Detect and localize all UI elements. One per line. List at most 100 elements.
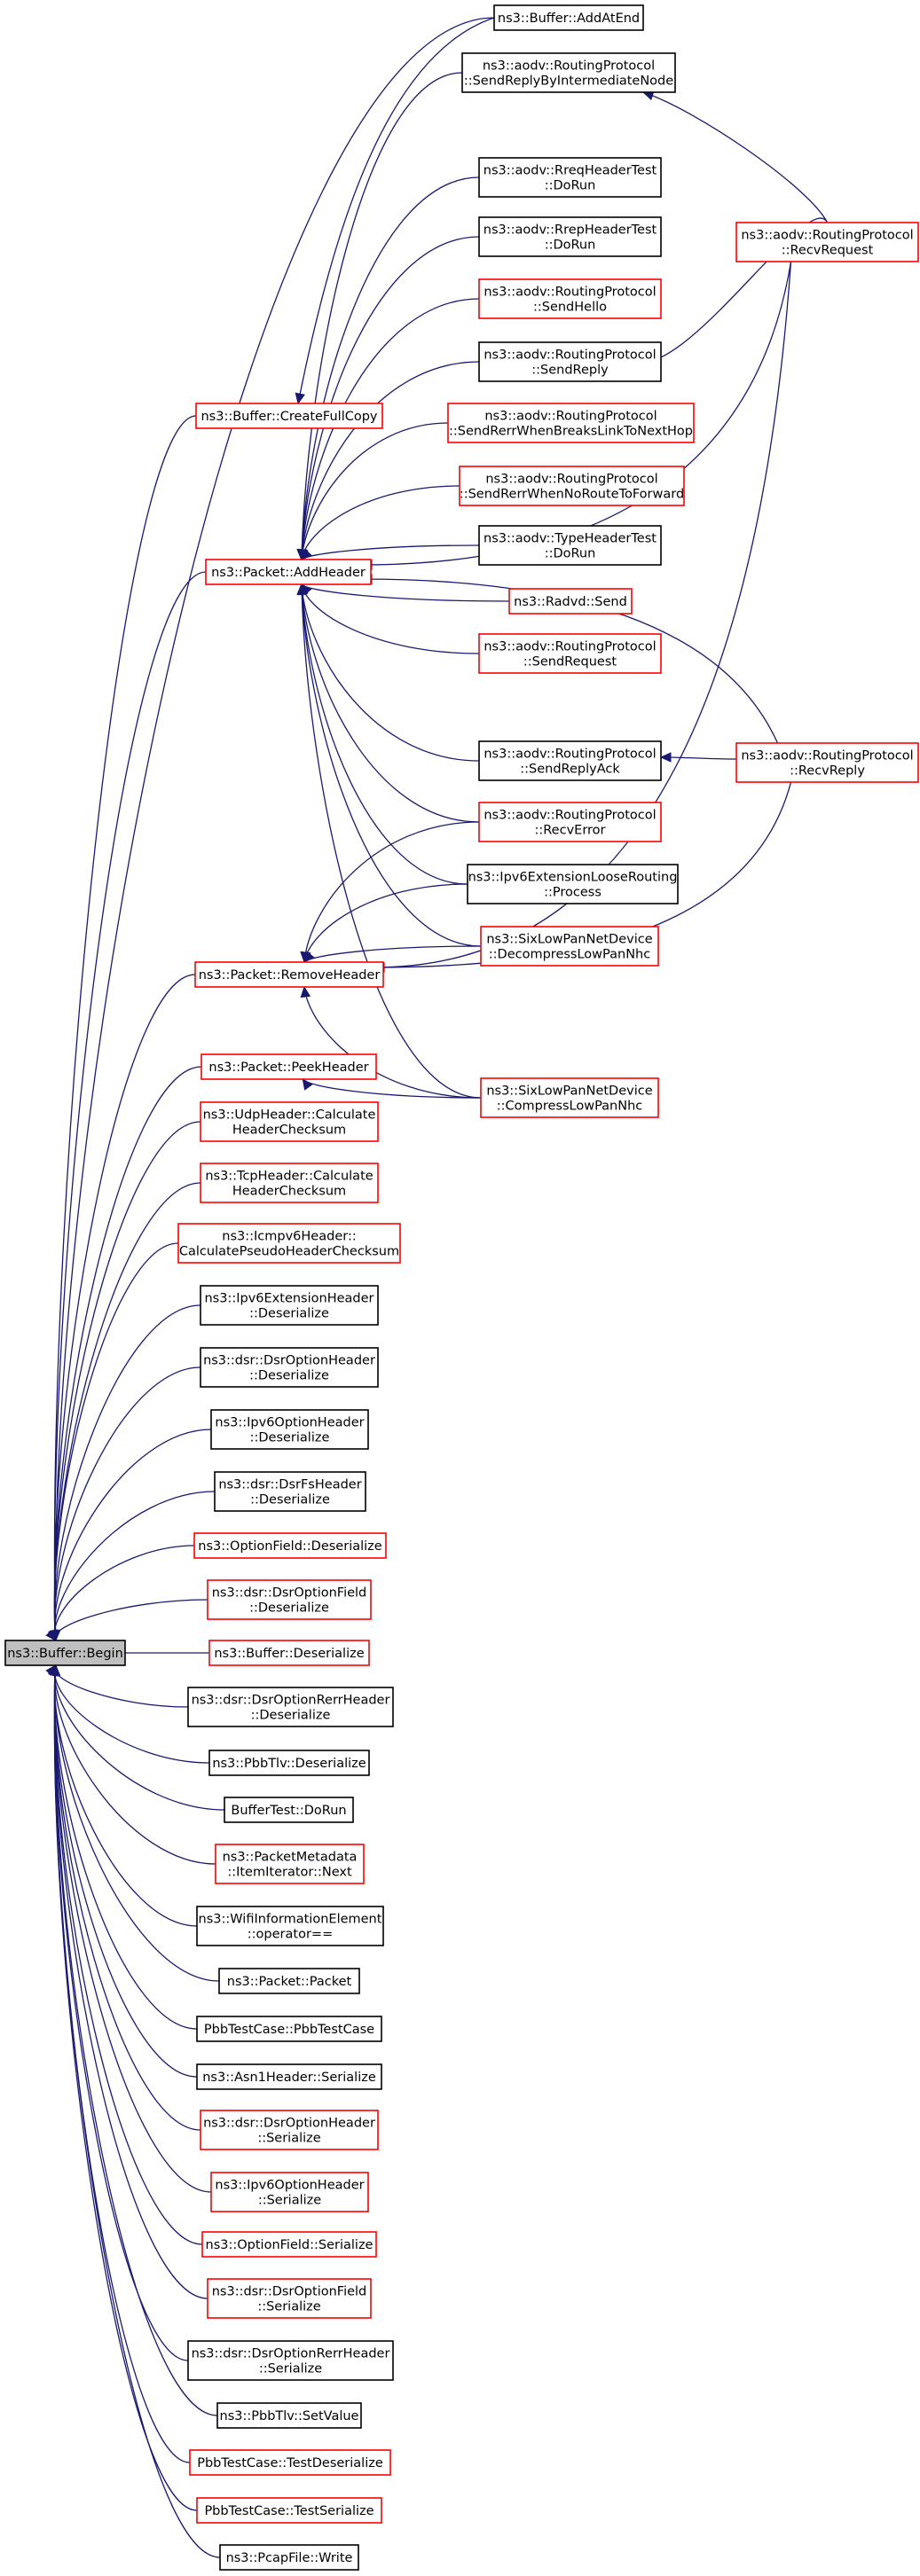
edge-line [301, 422, 449, 560]
node-label: ns3::Ipv6OptionHeader [215, 1416, 364, 1430]
edge-createfullcopy-to-begin [50, 415, 197, 1642]
edge-line [303, 945, 482, 963]
edge-line [302, 1078, 482, 1099]
node-rreptest[interactable]: ns3::aodv::RrepHeaderTest::DoRun [478, 216, 662, 257]
node-label: ::SendReply [531, 364, 609, 378]
node-rerrnoroute[interactable]: ns3::aodv::RoutingProtocol::SendRerrWhen… [459, 466, 685, 506]
node-icmpchk[interactable]: ns3::Icmpv6Header::CalculatePseudoHeader… [177, 1223, 401, 1264]
node-label: CalculatePseudoHeaderChecksum [179, 1245, 399, 1259]
node-box [461, 52, 676, 93]
node-dsroptser[interactable]: ns3::dsr::DsrOptionHeader::Serialize [200, 2110, 379, 2150]
node-pbbsetvalue[interactable]: ns3::PbbTlv::SetValue [216, 2402, 362, 2429]
node-compress[interactable]: ns3::SixLowPanNetDevice::CompressLowPanN… [480, 1077, 659, 1118]
edge-line [53, 571, 207, 1641]
node-typetest[interactable]: ns3::aodv::TypeHeaderTest::DoRun [478, 525, 662, 566]
node-box [208, 1640, 370, 1666]
node-wifiie[interactable]: ns3::WifiInformationElement::operator== [196, 1906, 384, 1946]
node-peekheader[interactable]: ns3::Packet::PeekHeader [201, 1053, 377, 1080]
edge-line [54, 1664, 198, 2030]
node-rerrbreaks[interactable]: ns3::aodv::RoutingProtocol::SendRerrWhen… [447, 403, 695, 443]
node-sendrequest[interactable]: ns3::aodv::RoutingProtocol::SendRequest [478, 633, 662, 674]
edge-dsroptdes-to-begin [49, 1366, 201, 1642]
node-looserouting[interactable]: ns3::Ipv6ExtensionLooseRouting::Process [467, 864, 679, 904]
node-sendhello[interactable]: ns3::aodv::RoutingProtocol::SendHello [478, 278, 662, 319]
edge-line [53, 974, 196, 1641]
node-removeheader[interactable]: ns3::Packet::RemoveHeader [194, 961, 384, 988]
node-label: ns3::PacketMetadata [223, 1851, 358, 1865]
node-pbbtestcase[interactable]: PbbTestCase::PbbTestCase [196, 2016, 382, 2042]
node-label: ns3::aodv::RoutingProtocol [484, 809, 656, 823]
edge-line [53, 415, 197, 1641]
node-ipv6optser[interactable]: ns3::Ipv6OptionHeader::Serialize [210, 2172, 369, 2212]
node-box [480, 1077, 659, 1118]
node-dsrrerrdes[interactable]: ns3::dsr::DsrOptionRerrHeader::Deseriali… [187, 1687, 394, 1727]
node-box [194, 961, 384, 988]
node-label: ns3::Icmpv6Header:: [222, 1230, 356, 1244]
edge-line [301, 583, 482, 1099]
node-label: ns3::aodv::RoutingProtocol [741, 749, 913, 763]
node-begin[interactable]: ns3::Buffer::Begin [4, 1640, 126, 1666]
edge-line [297, 17, 495, 404]
node-recverror[interactable]: ns3::aodv::RoutingProtocol::RecvError [478, 802, 662, 842]
node-decompress[interactable]: ns3::SixLowPanNetDevice::DecompressLowPa… [480, 926, 659, 967]
node-label: ns3::aodv::RoutingProtocol [484, 286, 656, 300]
node-optfieldser[interactable]: ns3::OptionField::Serialize [201, 2231, 377, 2258]
node-label: ::Serialize [257, 2132, 320, 2146]
node-label: ::RecvReply [790, 764, 865, 779]
node-dsrfsdes[interactable]: ns3::dsr::DsrFsHeader::Deserialize [214, 1471, 366, 1512]
node-label: ns3::dsr::DsrOptionHeader [203, 2117, 375, 2131]
node-box [200, 1347, 379, 1388]
edge-line [301, 583, 468, 885]
edge-line [54, 1664, 212, 2193]
node-label: ::Deserialize [250, 1431, 330, 1445]
node-ipv6extdes[interactable]: ns3::Ipv6ExtensionHeader::Deserialize [200, 1285, 379, 1326]
node-dsroptfieldser[interactable]: ns3::dsr::DsrOptionField::Serialize [207, 2278, 372, 2319]
node-sendreply[interactable]: ns3::aodv::RoutingProtocol::SendReply [478, 341, 662, 382]
node-label: ns3::Packet::Packet [227, 1975, 352, 1989]
edge-line [53, 1664, 198, 2511]
node-radvdsend[interactable]: ns3::Radvd::Send [508, 588, 633, 615]
node-label: HeaderChecksum [232, 1185, 346, 1199]
node-asn1ser[interactable]: ns3::Asn1Header::Serialize [196, 2063, 382, 2090]
node-addheader[interactable]: ns3::Packet::AddHeader [205, 559, 372, 585]
node-label: ::CompressLowPanNhc [497, 1100, 643, 1114]
node-pcapwrite[interactable]: ns3::PcapFile::Write [219, 2544, 359, 2571]
edge-removeheader-to-begin [50, 974, 196, 1642]
node-label: ::SendReplyAck [520, 763, 620, 777]
node-recvrequest[interactable]: ns3::aodv::RoutingProtocol::RecvRequest [735, 222, 919, 262]
edge-line [54, 1664, 218, 2416]
node-dsroptdes[interactable]: ns3::dsr::DsrOptionHeader::Deserialize [200, 1347, 379, 1388]
node-sendreplyack[interactable]: ns3::aodv::RoutingProtocol::SendReplyAck [478, 740, 662, 781]
node-label: ns3::aodv::RoutingProtocol [483, 59, 655, 74]
node-addatend[interactable]: ns3::Buffer::AddAtEnd [493, 4, 644, 31]
edge-line [54, 1491, 216, 1641]
node-packetctor[interactable]: ns3::Packet::Packet [218, 1968, 360, 1994]
node-label: ns3::SixLowPanNetDevice [486, 933, 652, 947]
node-box [447, 403, 695, 443]
node-rreqtest[interactable]: ns3::aodv::RreqHeaderTest::DoRun [478, 157, 662, 198]
arrowhead-icon [50, 1664, 61, 1676]
node-testdeser[interactable]: PbbTestCase::TestDeserialize [189, 2449, 391, 2476]
node-box [219, 2544, 359, 2571]
node-metaiter[interactable]: ns3::PacketMetadata::ItemIterator::Next [215, 1844, 365, 1884]
node-box [214, 1471, 366, 1512]
node-box [207, 2278, 372, 2319]
node-bufferdes[interactable]: ns3::Buffer::Deserialize [208, 1640, 370, 1666]
node-optfielddes[interactable]: ns3::OptionField::Deserialize [193, 1532, 387, 1559]
node-label: ::ItemIterator::Next [227, 1866, 352, 1880]
node-testser[interactable]: PbbTestCase::TestSerialize [196, 2497, 382, 2524]
node-dsrrerrser[interactable]: ns3::dsr::DsrOptionRerrHeader::Serialize [187, 2340, 394, 2381]
node-dsroptfielddes[interactable]: ns3::dsr::DsrOptionField::Deserialize [207, 1579, 372, 1620]
node-box [478, 216, 662, 257]
nodes-layer: ns3::Buffer::Begin ns3::Buffer::AddAtEndn… [4, 4, 919, 2571]
node-pbbtlvdes[interactable]: ns3::PbbTlv::Deserialize [208, 1750, 370, 1776]
node-buffertest[interactable]: BufferTest::DoRun [224, 1797, 354, 1823]
node-box [207, 1579, 372, 1620]
node-recvreply[interactable]: ns3::aodv::RoutingProtocol::RecvReply [735, 742, 919, 783]
node-ipv6optdes[interactable]: ns3::Ipv6OptionHeader::Deserialize [210, 1409, 369, 1450]
node-createfullcopy[interactable]: ns3::Buffer::CreateFullCopy [195, 403, 383, 429]
node-sendreplyint[interactable]: ns3::aodv::RoutingProtocol::SendReplyByI… [461, 52, 676, 93]
node-label: ns3::Packet::RemoveHeader [199, 968, 381, 983]
